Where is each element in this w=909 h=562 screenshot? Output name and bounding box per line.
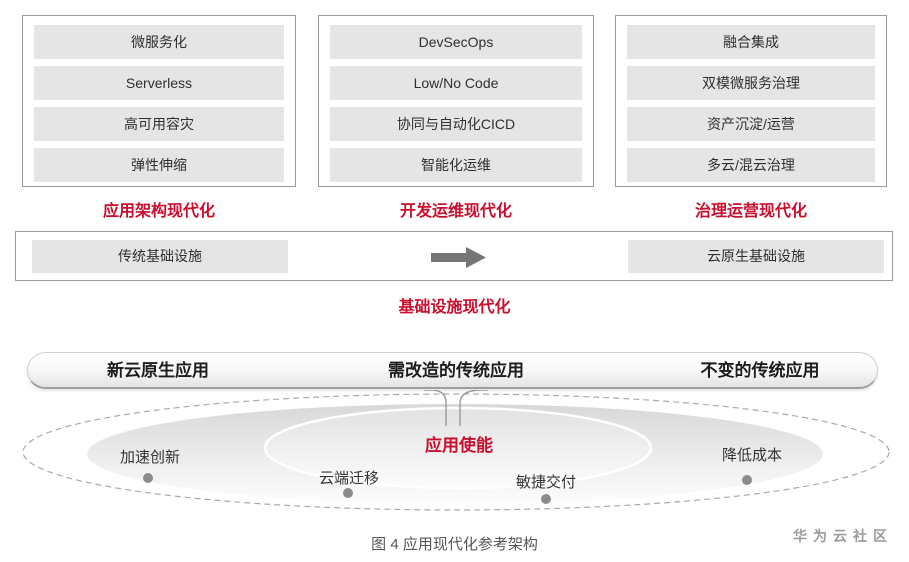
right-arrow-icon	[431, 246, 487, 269]
pillar-app-architecture: 微服务化 Serverless 高可用容灾 弹性伸缩	[22, 15, 296, 187]
capability-bar: 智能化运维	[330, 148, 582, 182]
app-segment-new-cloudnative: 新云原生应用	[107, 361, 209, 380]
enablement-ellipse-graphic	[22, 390, 890, 511]
benefit-accelerate-innovation: 加速创新	[119, 449, 180, 466]
infrastructure-label: 基础设施现代化	[398, 299, 511, 316]
capability-bar: Low/No Code	[330, 66, 582, 100]
huawei-cloud-community-watermark: 华为云社区	[793, 528, 893, 544]
capability-bar: DevSecOps	[330, 25, 582, 59]
capability-bar: 双模微服务治理	[627, 66, 875, 100]
benefit-dot	[343, 488, 353, 498]
pillar-label-governance: 治理运营现代化	[694, 203, 807, 220]
benefit-cloud-migration: 云端迁移	[318, 470, 379, 487]
capability-bar: 多云/混云治理	[627, 148, 875, 182]
capability-bar: 微服务化	[34, 25, 284, 59]
benefit-dot	[541, 494, 551, 504]
capability-bar: 融合集成	[627, 25, 875, 59]
infra-cloudnative-bar: 云原生基础设施	[628, 240, 884, 273]
connector-line-right	[459, 390, 488, 426]
app-segment-unchanged: 不变的传统应用	[700, 361, 820, 380]
pillar-governance: 融合集成 双模微服务治理 资产沉淀/运营 多云/混云治理	[615, 15, 887, 187]
pillar-label-devops: 开发运维现代化	[399, 203, 512, 220]
benefit-reduce-cost: 降低成本	[721, 447, 782, 464]
capability-bar: 协同与自动化CICD	[330, 107, 582, 141]
enablement-center-label: 应用使能	[425, 436, 493, 455]
infra-traditional-bar: 传统基础设施	[32, 240, 288, 273]
pillar-label-app-architecture: 应用架构现代化	[102, 203, 215, 220]
capability-bar: 高可用容灾	[34, 107, 284, 141]
benefit-agile-delivery: 敏捷交付	[515, 474, 576, 491]
connector-line-left	[424, 390, 447, 426]
application-bar: 新云原生应用 需改造的传统应用 不变的传统应用	[27, 352, 878, 389]
benefit-dot	[742, 475, 752, 485]
pillar-devops: DevSecOps Low/No Code 协同与自动化CICD 智能化运维	[318, 15, 594, 187]
app-segment-to-modernize: 需改造的传统应用	[388, 361, 524, 380]
capability-bar: 弹性伸缩	[34, 148, 284, 182]
dashed-ellipse	[22, 393, 890, 511]
inner-ellipse	[263, 406, 653, 490]
capability-bar: Serverless	[34, 66, 284, 100]
figure-caption: 图 4 应用现代化参考架构	[371, 536, 538, 553]
benefit-dot	[143, 473, 153, 483]
capability-bar: 资产沉淀/运营	[627, 107, 875, 141]
infrastructure-box: 传统基础设施 云原生基础设施	[15, 231, 893, 281]
